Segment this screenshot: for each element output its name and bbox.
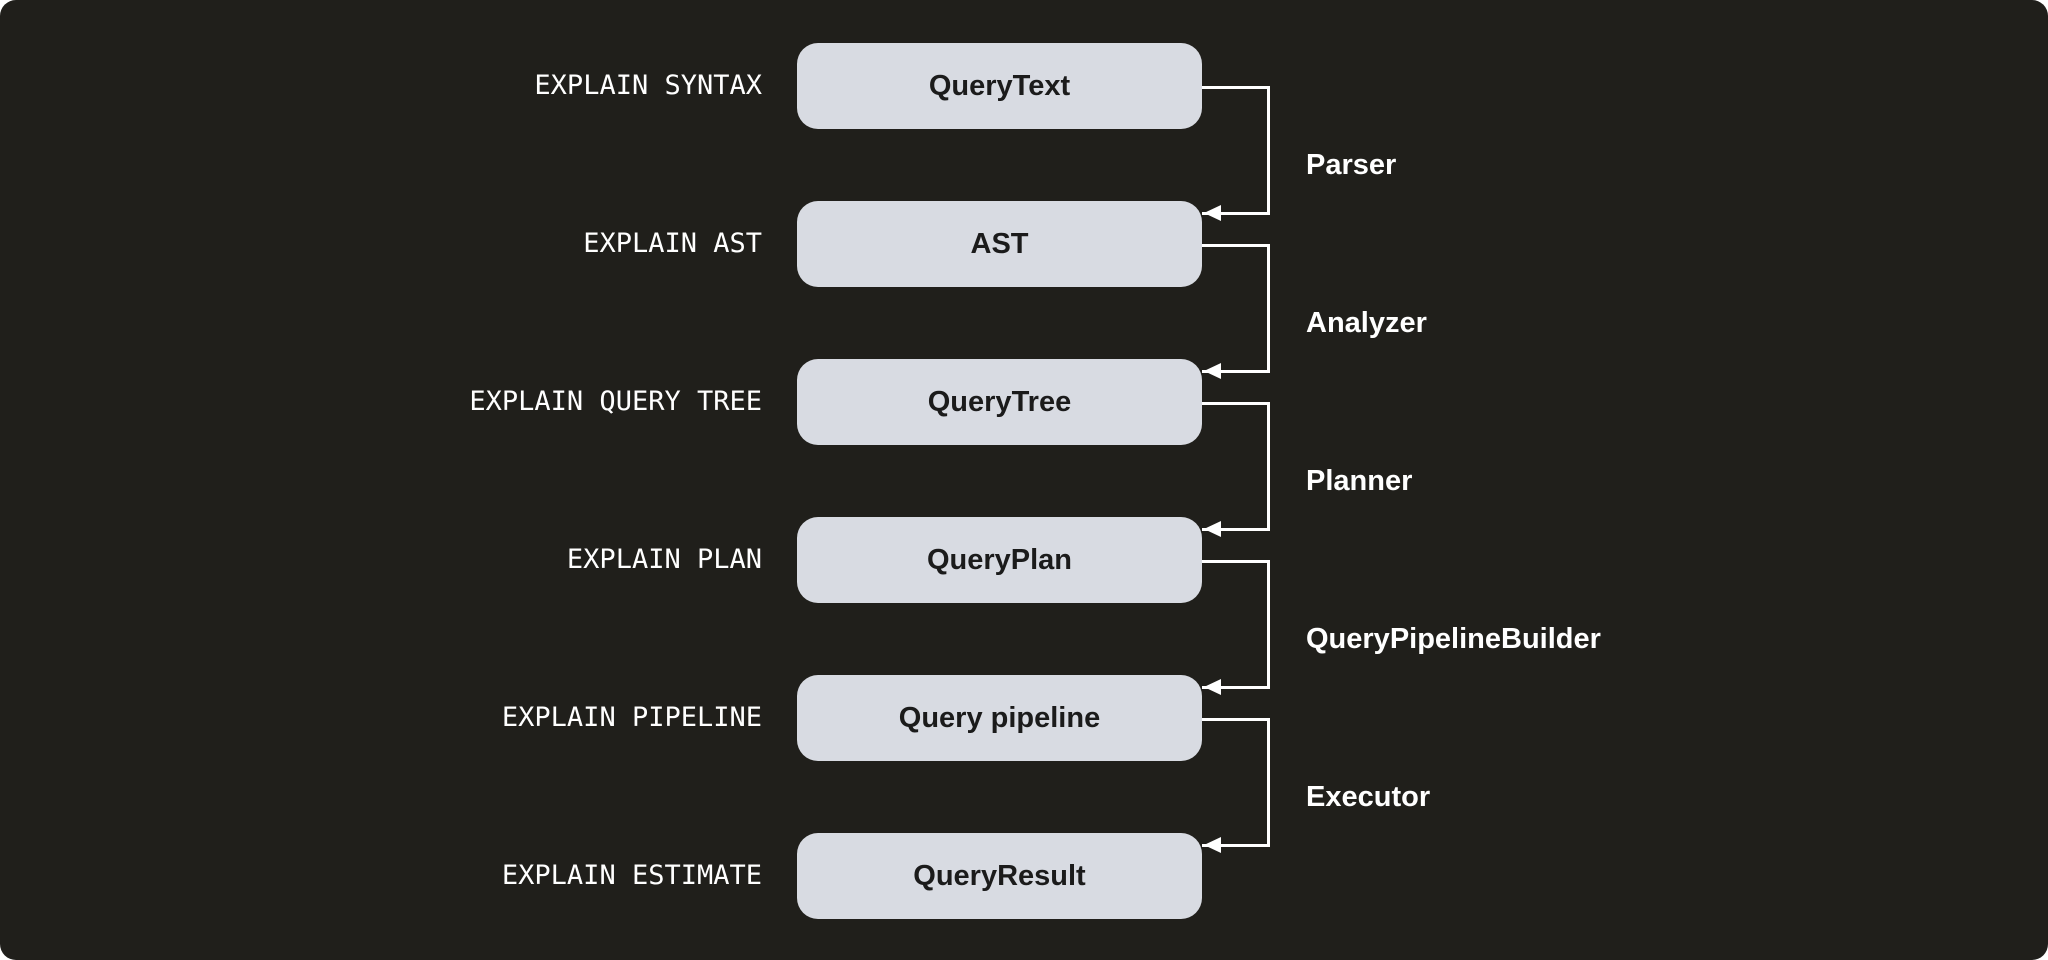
command-label-explain-estimate: EXPLAIN ESTIMATE [501, 860, 762, 891]
command-label-explain-query-tree: EXPLAIN QUERY TREE [469, 386, 762, 417]
command-label-explain-ast: EXPLAIN AST [583, 228, 762, 259]
stage-node-label: QueryTree [927, 385, 1072, 418]
arrow-left-icon [1204, 837, 1221, 853]
command-label-explain-plan: EXPLAIN PLAN [566, 544, 762, 575]
connector-label-analyzer: Analyzer [1306, 307, 1427, 339]
connector-parser [1202, 86, 1270, 221]
arrow-left-icon [1204, 679, 1221, 695]
connector-label-executor: Executor [1306, 781, 1431, 813]
connector-analyzer [1202, 244, 1270, 379]
stage-node-label: AST [970, 227, 1029, 260]
command-label-explain-pipeline: EXPLAIN PIPELINE [501, 702, 762, 733]
stage-node-label: QueryText [928, 69, 1071, 102]
stage-node-ast: AST [797, 201, 1202, 287]
stage-node-label: QueryResult [913, 859, 1086, 892]
stage-node-queryresult: QueryResult [797, 833, 1202, 919]
arrow-left-icon [1204, 205, 1221, 221]
stage-node-label: Query pipeline [898, 701, 1101, 734]
stage-node-label: QueryPlan [926, 543, 1073, 576]
connector-querypipelinebuilder [1202, 560, 1270, 695]
connector-planner [1202, 402, 1270, 537]
stage-node-querytext: QueryText [797, 43, 1202, 129]
stage-node-queryplan: QueryPlan [797, 517, 1202, 603]
command-label-explain-syntax: EXPLAIN SYNTAX [534, 70, 762, 101]
stage-node-query-pipeline: Query pipeline [797, 675, 1202, 761]
arrow-left-icon [1204, 521, 1221, 537]
stage-node-querytree: QueryTree [797, 359, 1202, 445]
connector-label-querypipelinebuilder: QueryPipelineBuilder [1306, 623, 1601, 655]
connector-executor [1202, 718, 1270, 853]
arrow-left-icon [1204, 363, 1221, 379]
connector-label-parser: Parser [1306, 149, 1397, 181]
connector-label-planner: Planner [1306, 465, 1413, 497]
